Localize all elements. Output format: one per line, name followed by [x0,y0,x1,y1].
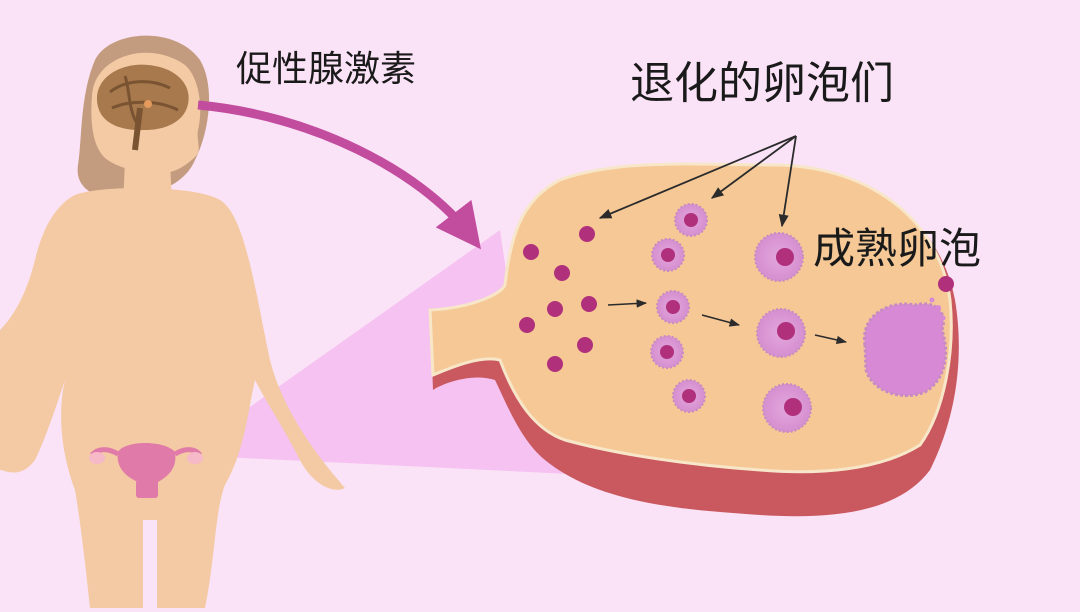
follicle [554,265,570,281]
pointer-arrow [778,135,797,228]
follicle [519,317,535,333]
follicle-ringed [674,203,708,237]
hormone-arrow [197,100,481,250]
follicle-ringed [672,379,706,413]
human-figure [0,35,345,608]
follicle [581,296,597,312]
follicle-ringed [651,238,685,272]
progression-arrow [701,314,741,327]
degenerated-follicles-label: 退化的卵泡们 [630,58,894,109]
follicle [523,244,539,260]
medium-follicles [650,203,708,413]
ovary-cross-section [428,162,959,517]
hormone-label: 促性腺激素 [236,49,417,90]
follicle-large [756,308,806,358]
released-egg [938,276,954,292]
torso [0,188,345,608]
follicle [579,226,595,242]
mature-follicle [863,276,954,398]
pointer-arrow [598,135,797,219]
pointer-arrow [710,135,797,199]
brain [96,64,189,151]
follicle-ringed [650,335,684,369]
large-follicles [754,232,812,433]
small-follicles [519,226,597,372]
ovary-surface [428,162,953,474]
uterus-icon [89,443,203,498]
follicle [547,301,563,317]
follicle [547,356,563,372]
progression-arrow [607,299,648,308]
follicle-large [762,383,812,433]
follicle-ringed [656,290,690,324]
progression-arrows [607,299,848,345]
mature-follicle-label: 成熟卵泡 [813,224,982,273]
follicle-large [754,232,804,282]
degenerated-pointers [598,135,797,228]
progression-arrow [814,334,848,345]
follicle [577,337,593,353]
